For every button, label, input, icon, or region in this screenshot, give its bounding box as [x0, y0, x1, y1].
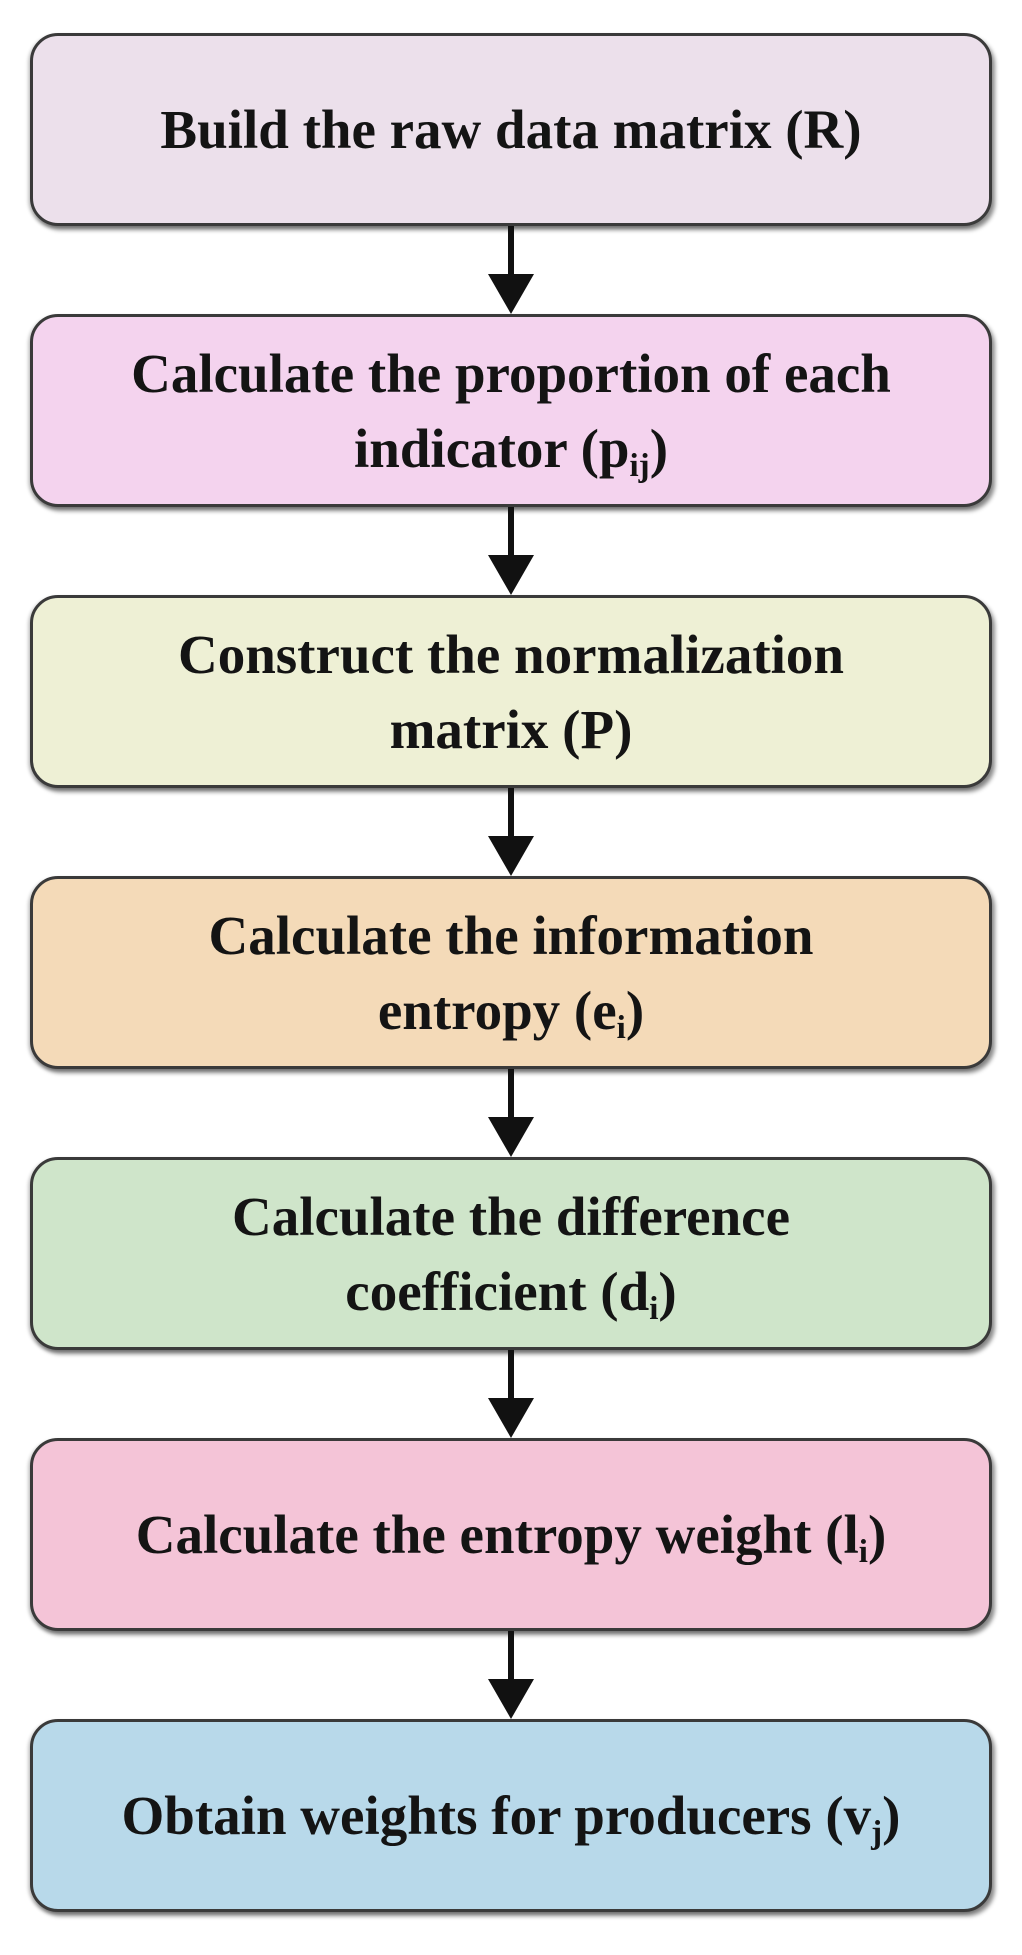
- arrow-head-down-icon: [488, 1679, 534, 1719]
- arrow-stem: [508, 1069, 514, 1117]
- arrow-stem: [508, 788, 514, 836]
- flow-step-entropy-weight: Calculate the entropy weight (li): [30, 1438, 992, 1631]
- arrow-stem: [508, 1631, 514, 1679]
- flow-step-information-entropy: Calculate the information entropy (ei): [30, 876, 992, 1069]
- arrow-head-down-icon: [488, 1398, 534, 1438]
- step-label: indicator (pij): [353, 417, 669, 484]
- step-label: Calculate the difference: [232, 1185, 790, 1247]
- flow-arrow-1: [488, 226, 534, 314]
- arrow-stem: [508, 1350, 514, 1398]
- arrow-stem: [508, 507, 514, 555]
- flow-step-difference-coefficient: Calculate the difference coefficient (di…: [30, 1157, 992, 1350]
- step-label: Calculate the information: [208, 904, 814, 966]
- step-label: Construct the normalization: [177, 623, 845, 685]
- step-label: matrix (P): [389, 698, 633, 760]
- flow-arrow-2: [488, 507, 534, 595]
- entropy-weight-flowchart: Build the raw data matrix (R) Calculate …: [30, 33, 992, 1912]
- arrow-head-down-icon: [488, 274, 534, 314]
- flow-step-weights-for-producers: Obtain weights for producers (vj): [30, 1719, 992, 1912]
- step-label: coefficient (di): [345, 1260, 677, 1327]
- flow-step-normalization-matrix: Construct the normalization matrix (P): [30, 595, 992, 788]
- flow-step-proportion-of-each-indicator: Calculate the proportion of each indicat…: [30, 314, 992, 507]
- arrow-head-down-icon: [488, 836, 534, 876]
- step-label: Build the raw data matrix (R): [160, 99, 862, 160]
- flow-step-build-raw-data-matrix: Build the raw data matrix (R): [30, 33, 992, 226]
- flow-arrow-5: [488, 1350, 534, 1438]
- flow-arrow-6: [488, 1631, 534, 1719]
- arrow-head-down-icon: [488, 555, 534, 595]
- step-label: entropy (ei): [377, 979, 645, 1046]
- step-label: Calculate the proportion of each: [131, 342, 891, 404]
- step-label: Calculate the entropy weight (li): [135, 1504, 887, 1571]
- arrow-stem: [508, 226, 514, 274]
- flow-arrow-4: [488, 1069, 534, 1157]
- step-label: Obtain weights for producers (vj): [121, 1785, 901, 1852]
- arrow-head-down-icon: [488, 1117, 534, 1157]
- flow-arrow-3: [488, 788, 534, 876]
